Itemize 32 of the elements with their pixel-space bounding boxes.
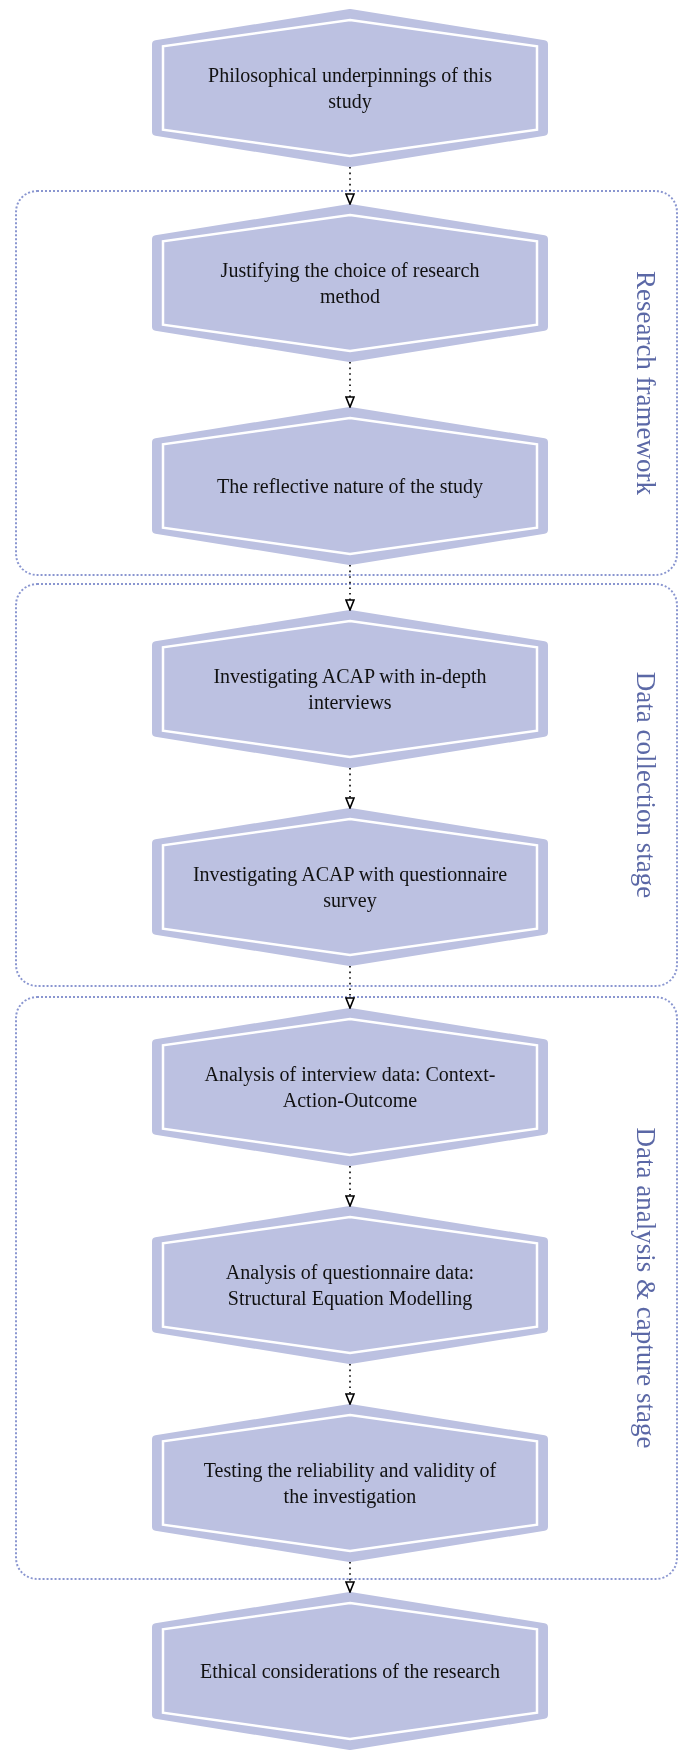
hexagon-box <box>152 9 548 167</box>
step-text: Justifying the choice of research method <box>219 258 481 309</box>
stage-label: Data analysis & capture stage <box>631 1127 661 1449</box>
hexagon-box <box>152 204 548 362</box>
step-text: Ethical considerations of the research <box>199 1659 501 1684</box>
dotted-arrow <box>345 1561 355 1593</box>
stage-label: Data collection stage <box>631 671 661 899</box>
dotted-arrow <box>345 166 355 205</box>
dotted-arrow <box>345 361 355 408</box>
hexagon-box <box>152 1592 548 1750</box>
step-text: Investigating ACAP with questionnaire survey <box>192 862 508 913</box>
stage-label: Research framework <box>631 270 661 496</box>
hexagon-box <box>152 610 548 768</box>
hexagon-box <box>152 407 548 565</box>
step-text: Analysis of questionnaire data: Structural Equation Modelling <box>224 1260 476 1311</box>
hexagon-box <box>152 1206 548 1364</box>
step-text: Analysis of interview data: Context-Action-Outcome <box>203 1062 497 1113</box>
step-text: Philosophical underpinnings of this study <box>207 63 493 114</box>
hexagon-box <box>152 808 548 966</box>
dotted-arrow <box>345 564 355 611</box>
dotted-arrow <box>345 965 355 1009</box>
step-text: Testing the reliability and validity of the investigation <box>202 1458 498 1509</box>
step-text: Investigating ACAP with in-depth interviews <box>212 664 488 715</box>
dotted-arrow <box>345 1363 355 1405</box>
dotted-arrow <box>345 1165 355 1207</box>
step-text: The reflective nature of the study <box>216 474 484 499</box>
stage-group-frame <box>15 190 678 576</box>
stage-group-frame <box>15 996 678 1580</box>
hexagon-box <box>152 1008 548 1166</box>
dotted-arrow <box>345 767 355 809</box>
hexagon-box <box>152 1404 548 1562</box>
stage-group-frame <box>15 583 678 987</box>
